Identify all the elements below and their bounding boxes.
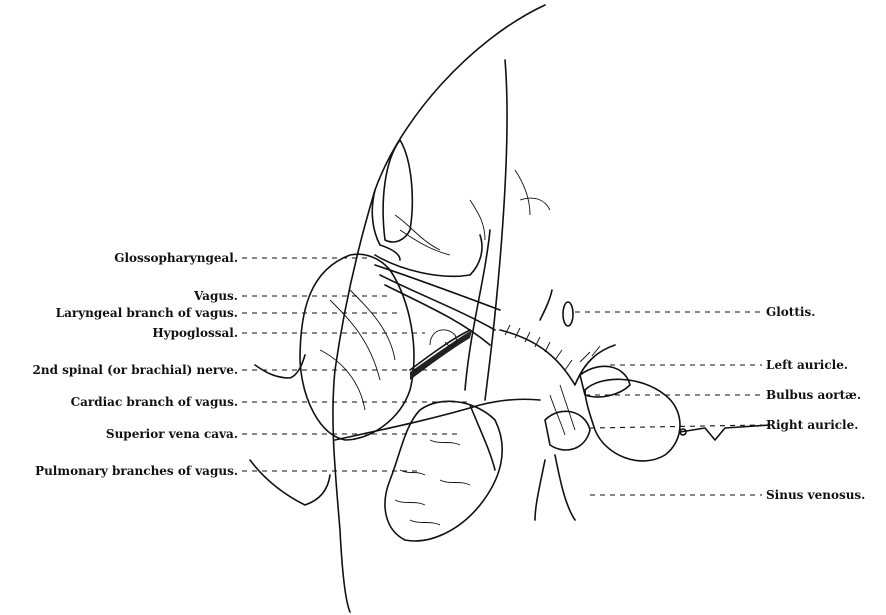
vena-cava-vessel <box>535 460 545 520</box>
heart-ventricle <box>585 379 680 461</box>
label-right-auricle: Right auricle. <box>766 418 858 432</box>
spinal-nerve-hook <box>255 355 305 378</box>
label-sinus-venosus: Sinus venosus. <box>766 488 865 502</box>
label-superior-vena-cava: Superior vena cava. <box>106 427 238 441</box>
aortic-arch <box>500 330 615 385</box>
jaw-outline <box>372 190 400 260</box>
orbit-outline <box>383 140 412 242</box>
label-cardiac-branch: Cardiac branch of vagus. <box>71 395 238 409</box>
hypoglossal-nerve <box>410 330 470 370</box>
lung-texture <box>395 440 470 525</box>
label-spinal-nerve: 2nd spinal (or brachial) nerve. <box>33 363 239 377</box>
label-glottis: Glottis. <box>766 305 815 319</box>
left-auricle-shape <box>580 366 630 397</box>
label-laryngeal-branch: Laryngeal branch of vagus. <box>56 306 238 320</box>
right-auricle-shape <box>545 411 590 450</box>
label-vagus: Vagus. <box>194 289 238 303</box>
artery-upper <box>540 290 552 320</box>
vertical-vessel-a <box>485 60 507 400</box>
vertical-vessel-b <box>465 230 490 390</box>
ligature-wire <box>680 425 770 440</box>
laryngeal-nerve <box>385 285 490 345</box>
aorta-hatching <box>505 325 600 370</box>
muscle-mass <box>300 254 414 440</box>
jaw-muscle <box>395 215 450 255</box>
sinus-venosus-vessel <box>555 455 575 520</box>
heart-detail <box>550 385 575 435</box>
label-hypoglossal: Hypoglossal. <box>152 326 238 340</box>
label-glossopharyngeal: Glossopharyngeal. <box>114 251 238 265</box>
body-outline <box>333 5 545 612</box>
glottis-shape <box>563 302 573 326</box>
pulmonary-hook <box>250 460 330 505</box>
label-pulmonary-branches: Pulmonary branches of vagus. <box>35 464 238 478</box>
hypoglossal-dark <box>410 330 472 380</box>
branch-vessels <box>470 170 550 240</box>
label-bulbus-aortae: Bulbus aortæ. <box>766 388 861 402</box>
pulmonary-vessel <box>470 405 495 470</box>
label-left-auricle: Left auricle. <box>766 358 848 372</box>
muscle-detail <box>320 290 395 410</box>
